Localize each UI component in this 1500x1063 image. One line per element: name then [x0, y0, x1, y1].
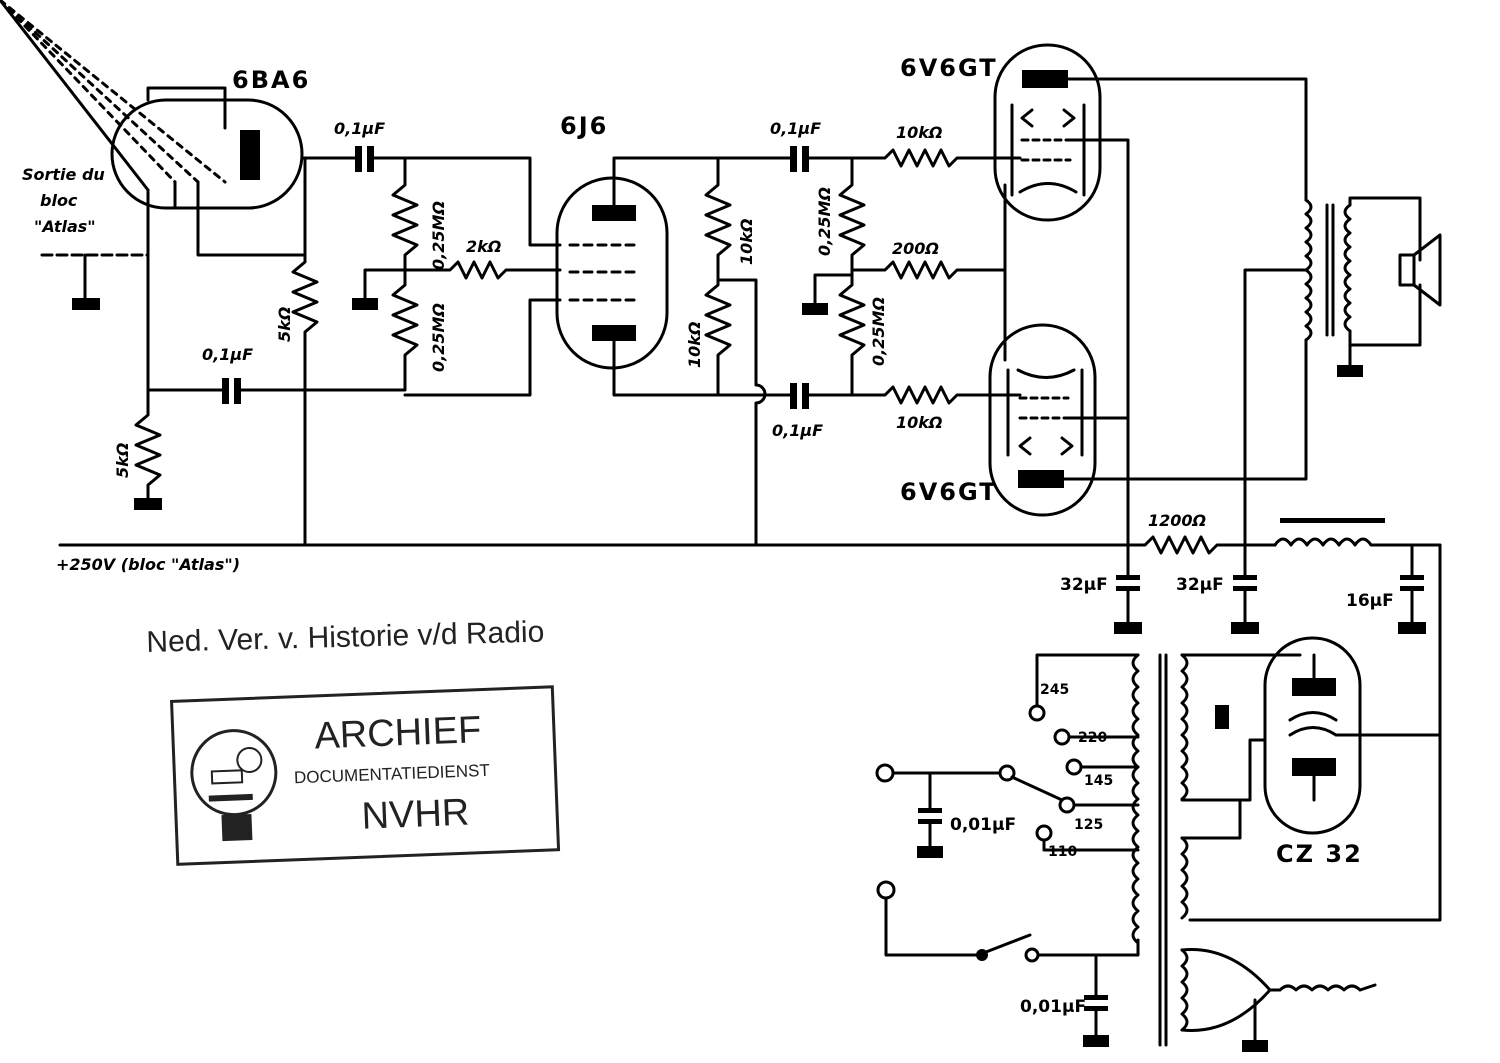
label-r-grid-top: 0,25MΩ: [429, 201, 448, 270]
tube-label-6j6: 6J6: [560, 112, 608, 140]
label-r-plate-1: 10kΩ: [737, 218, 756, 265]
tube-6v6gt-bottom: [988, 323, 1097, 517]
label-r-stop-bot: 10kΩ: [896, 413, 943, 432]
input-label-1: Sortie du: [22, 165, 105, 184]
input-label-3: "Atlas": [34, 217, 96, 236]
potentiometer-5k: [291, 156, 319, 547]
label-r-pot: 5kΩ: [275, 307, 294, 342]
label-c-coupling-3: 0,1µF: [772, 421, 823, 440]
tube-6v6gt-top: [993, 43, 1102, 222]
tap-220: 220: [1078, 730, 1107, 746]
label-r-out-grid-top: 0,25MΩ: [815, 187, 834, 256]
label-c-line-1: 0,01µF: [950, 815, 1016, 835]
resistor-cathode-5k: [134, 388, 162, 510]
tube-label-6v6-top: 6V6GT: [900, 54, 998, 82]
label-r-plate-2: 10kΩ: [685, 321, 704, 368]
label-c-coupling-2: 0,1µF: [770, 119, 821, 138]
archive-stamp: ARCHIEF DOCUMENTATIEDIENST NVHR: [170, 685, 561, 866]
label-c-line-2: 0,01µF: [1020, 997, 1086, 1017]
tube-label-6ba6: 6BA6: [232, 66, 310, 94]
mains-taps: [1028, 653, 1140, 852]
output-transformer: [1304, 196, 1422, 377]
label-r-out-grid-bot: 0,25MΩ: [869, 297, 888, 366]
tube-6j6: [555, 176, 669, 370]
label-r-cathode: 5kΩ: [113, 443, 132, 478]
tube-label-cz32: CZ 32: [1276, 840, 1363, 868]
stamp-logo-icon: [190, 729, 278, 842]
label-c-filter-3: 16µF: [1346, 591, 1394, 611]
label-r-filter: 1200Ω: [1148, 511, 1206, 530]
label-c-bypass: 0,1µF: [202, 345, 253, 364]
stamp-line-1: ARCHIEF: [313, 709, 482, 758]
filter-choke: [1273, 518, 1442, 547]
input-label-2: bloc: [40, 191, 78, 210]
stamp-line-3: NVHR: [360, 791, 471, 838]
label-r-cathode-out: 200Ω: [892, 239, 939, 258]
label-c-filter-1: 32µF: [1060, 575, 1108, 595]
tube-6ba6: [0, 0, 304, 210]
tap-145: 145: [1084, 773, 1113, 789]
tap-110: 110: [1048, 844, 1077, 860]
label-r-stop-top: 10kΩ: [896, 123, 943, 142]
tap-245: 245: [1040, 682, 1069, 698]
power-transformer: [1131, 653, 1229, 1047]
supply-label: +250V (bloc "Atlas"): [56, 555, 240, 574]
label-c-filter-2: 32µF: [1176, 575, 1224, 595]
label-c-coupling-1: 0,1µF: [334, 119, 385, 138]
tube-label-6v6-bottom: 6V6GT: [900, 478, 998, 506]
label-r-grid-bot: 0,25MΩ: [429, 303, 448, 372]
tap-125: 125: [1074, 817, 1103, 833]
stamp-line-2: DOCUMENTATIEDIENST: [293, 760, 491, 788]
loudspeaker: [1398, 233, 1442, 307]
label-r-grid-stop: 2kΩ: [466, 237, 501, 256]
